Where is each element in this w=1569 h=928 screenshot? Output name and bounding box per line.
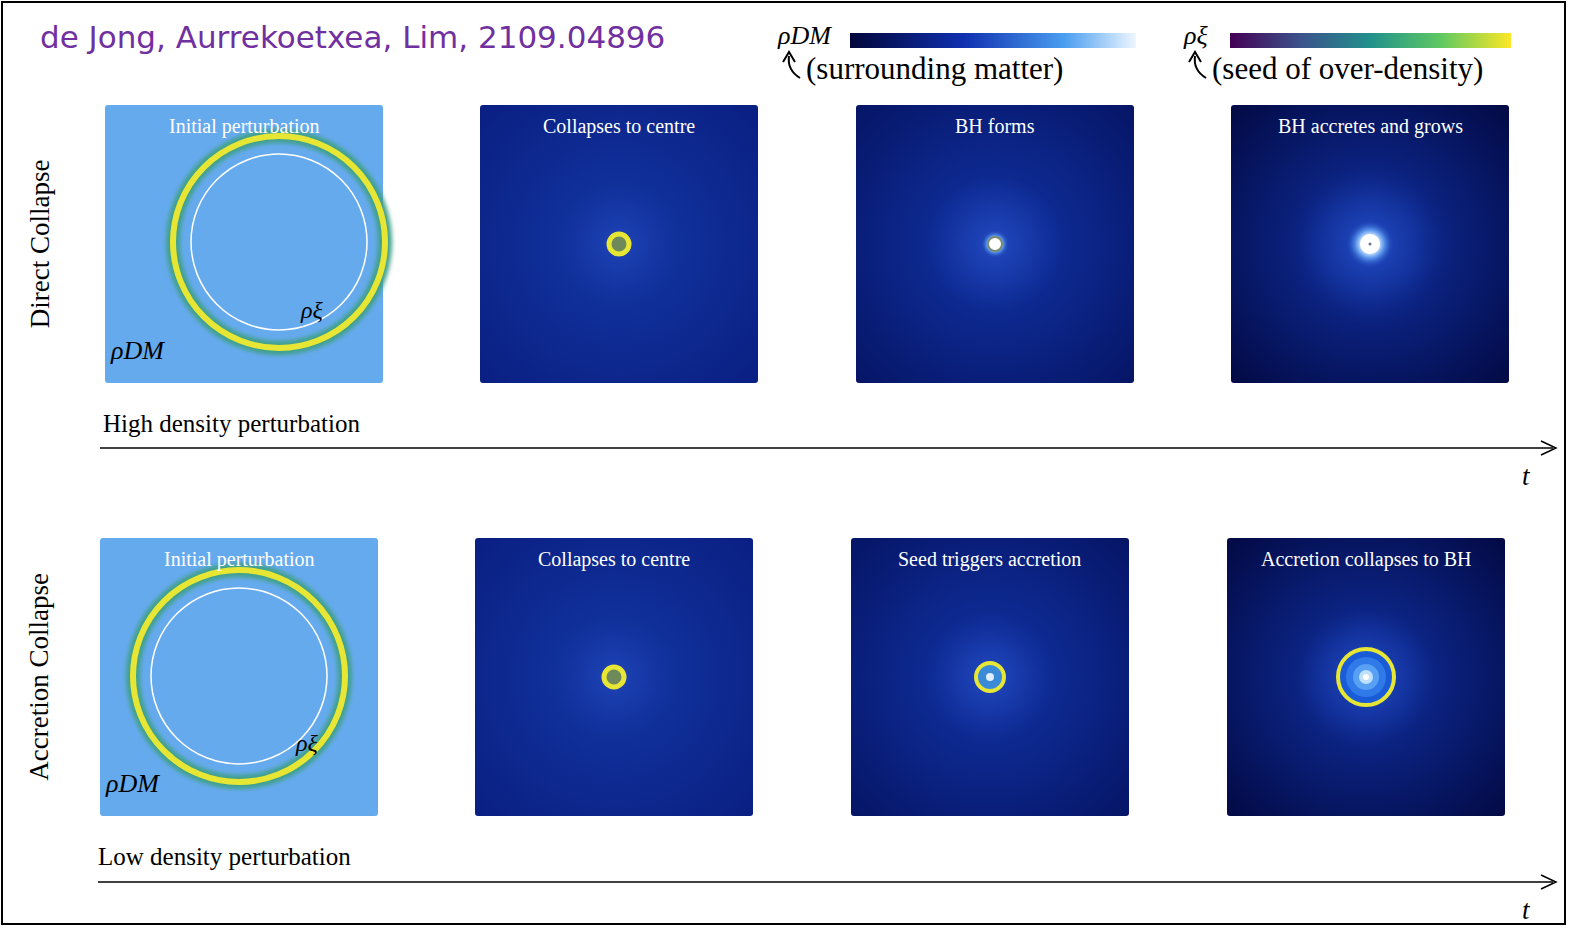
simulation-panel: Collapses to centre <box>480 105 758 383</box>
citation-title: de Jong, Aurrekoetxea, Lim, 2109.04896 <box>40 20 665 54</box>
time-axis-label: t <box>1522 462 1530 492</box>
simulation-panel: Seed triggers accretion <box>851 538 1129 816</box>
simulation-panel: BH forms <box>856 105 1134 383</box>
panel-heading: BH forms <box>955 115 1034 137</box>
panel-heading: Accretion collapses to BH <box>1261 548 1472 570</box>
axis-caption: High density perturbation <box>103 410 360 438</box>
density-label: ρξ <box>301 297 323 323</box>
row-label: Accretion Collapse <box>25 573 55 781</box>
time-axis-label: t <box>1522 896 1530 926</box>
simulation-panel: Collapses to centre <box>475 538 753 816</box>
colorbar-note: (surrounding matter) <box>806 52 1063 86</box>
panel-heading: BH accretes and grows <box>1278 115 1463 137</box>
density-label: ρDM <box>106 770 159 799</box>
panel-heading: Seed triggers accretion <box>898 548 1081 570</box>
simulation-panel: BH accretes and grows <box>1231 105 1509 383</box>
simulation-panel: Initial perturbation ρξ ρDM <box>100 538 378 816</box>
axis-caption: Low density perturbation <box>98 843 351 871</box>
panel-heading: Initial perturbation <box>169 115 320 137</box>
density-label: ρDM <box>111 337 164 366</box>
colorbar-note: (seed of over-density) <box>1212 52 1483 86</box>
simulation-panel: Accretion collapses to BH <box>1227 538 1505 816</box>
simulation-panel: Initial perturbation ρξ ρDM <box>105 105 383 383</box>
panel-heading: Collapses to centre <box>543 115 695 137</box>
panel-heading: Initial perturbation <box>164 548 315 570</box>
colorbar-label: ρξ <box>1184 22 1208 51</box>
panel-heading: Collapses to centre <box>538 548 690 570</box>
colorbar-label: ρDM <box>778 22 831 51</box>
density-label: ρξ <box>296 730 318 756</box>
row-label: Direct Collapse <box>26 159 56 328</box>
